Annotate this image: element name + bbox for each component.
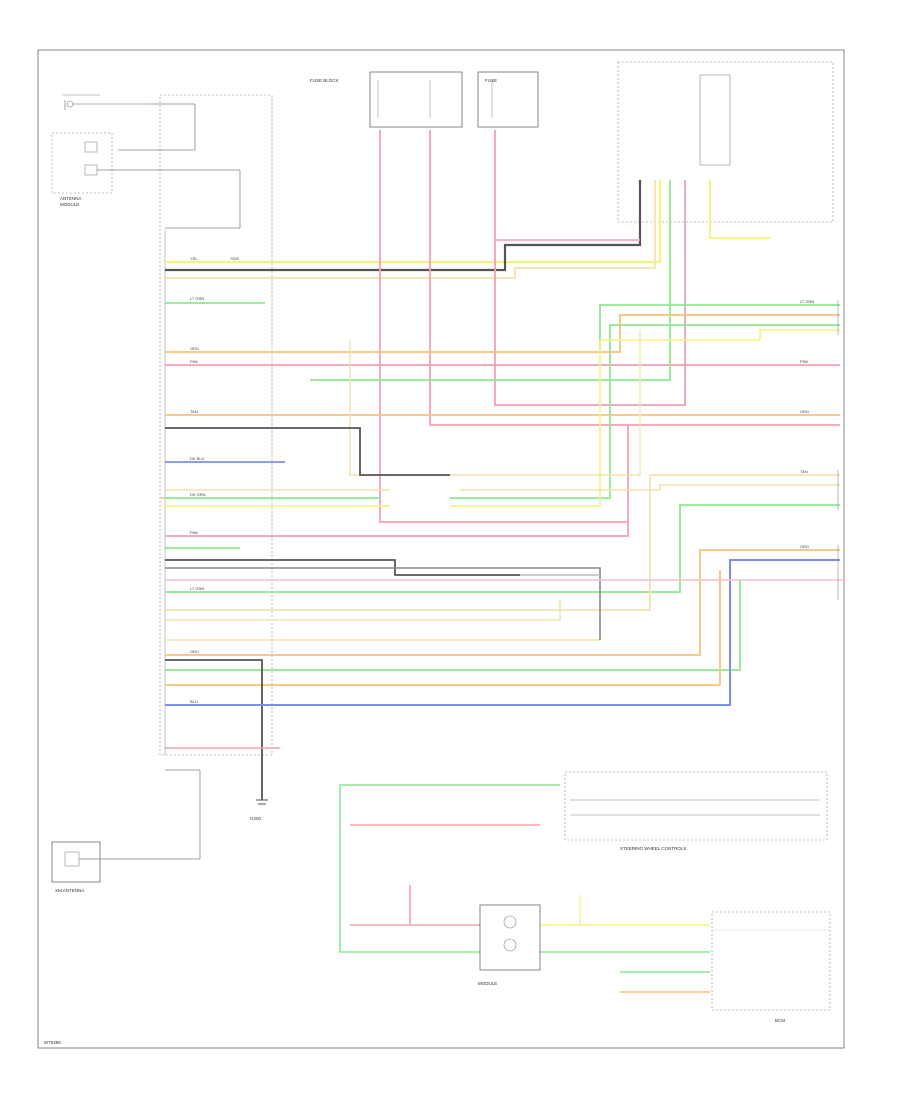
bcm-box: BCM bbox=[711, 911, 831, 1023]
wire-green-7 bbox=[165, 580, 741, 671]
svg-text:YEL: YEL bbox=[190, 256, 198, 261]
wire-tan-3 bbox=[165, 600, 561, 621]
wire-blue-2 bbox=[165, 559, 840, 706]
svg-text:PNK: PNK bbox=[800, 359, 809, 364]
wire-yellow-2 bbox=[709, 180, 770, 239]
svg-text:LT GRN: LT GRN bbox=[190, 586, 204, 591]
radio-module bbox=[159, 94, 273, 756]
svg-text:G200: G200 bbox=[250, 816, 262, 821]
svg-text:PNK: PNK bbox=[190, 359, 199, 364]
wire-red-5 bbox=[165, 425, 629, 537]
svg-text:7500: 7500 bbox=[230, 256, 240, 261]
svg-text:ORG: ORG bbox=[800, 409, 809, 414]
wire-yellow-3 bbox=[165, 329, 840, 507]
wire-green-8 bbox=[339, 784, 560, 953]
svg-text:TAN: TAN bbox=[190, 409, 198, 414]
svg-text:PNK: PNK bbox=[190, 530, 199, 535]
wire-tan-6 bbox=[349, 330, 641, 476]
svg-text:BCM: BCM bbox=[775, 1018, 785, 1023]
svg-text:DK BLU: DK BLU bbox=[190, 456, 205, 461]
wire-red-3 bbox=[494, 130, 686, 406]
wire-red-2 bbox=[429, 130, 840, 426]
steering-switch-box: STEERING WHEEL CONTROLS bbox=[564, 771, 828, 851]
svg-text:ORG: ORG bbox=[190, 346, 199, 351]
wire-green-2 bbox=[599, 304, 840, 350]
svg-text:TAN: TAN bbox=[800, 469, 808, 474]
wire-orange-3 bbox=[165, 549, 840, 656]
wire-yellow-1 bbox=[165, 180, 662, 264]
svg-text:BLU: BLU bbox=[190, 699, 198, 704]
wire-green-6 bbox=[165, 504, 840, 593]
wire-gray-5 bbox=[165, 659, 263, 800]
svg-text:ANTENNA: ANTENNA bbox=[60, 196, 82, 201]
wire-tan-2 bbox=[165, 474, 840, 611]
antenna-block: ANTENNA MODULE bbox=[51, 94, 241, 229]
svg-text:LT GRN: LT GRN bbox=[190, 296, 204, 301]
wire-labels: YEL 7500 LT GRN ORG PNK TAN DK BLU DK GR… bbox=[190, 256, 814, 704]
svg-text:FUSE: FUSE bbox=[485, 78, 497, 83]
wire-red-main bbox=[379, 130, 628, 523]
wire-orange-4 bbox=[165, 570, 721, 686]
diagram-border bbox=[37, 49, 845, 1049]
wire-orange-1 bbox=[165, 314, 840, 353]
wire-tan-5 bbox=[165, 484, 840, 491]
wire-green-4 bbox=[165, 324, 840, 499]
wire-green-3 bbox=[310, 180, 671, 381]
wire-gray-4 bbox=[165, 567, 601, 640]
svg-text:ORG: ORG bbox=[800, 544, 809, 549]
steering-module: MODULE bbox=[478, 904, 541, 986]
top-connectors: FUSE BLOCK FUSE bbox=[310, 61, 834, 223]
wire-gray-1 bbox=[165, 180, 642, 272]
svg-text:DK GRN: DK GRN bbox=[190, 492, 206, 497]
ground-symbol: G200 bbox=[250, 799, 268, 821]
wire-tan-1 bbox=[165, 180, 656, 279]
svg-text:XM ANTENNA: XM ANTENNA bbox=[55, 888, 84, 893]
svg-text:MODULE: MODULE bbox=[60, 202, 79, 207]
wire-gray-2 bbox=[165, 427, 450, 476]
svg-text:STEERING WHEEL CONTROLS: STEERING WHEEL CONTROLS bbox=[620, 846, 686, 851]
svg-text:MODULE: MODULE bbox=[478, 981, 497, 986]
svg-text:FUSE BLOCK: FUSE BLOCK bbox=[310, 78, 339, 83]
figure-code: W75385 bbox=[44, 1040, 61, 1045]
xm-antenna-block: XM ANTENNA bbox=[51, 769, 201, 893]
svg-text:ORG: ORG bbox=[190, 649, 199, 654]
svg-text:LT GRN: LT GRN bbox=[800, 299, 814, 304]
